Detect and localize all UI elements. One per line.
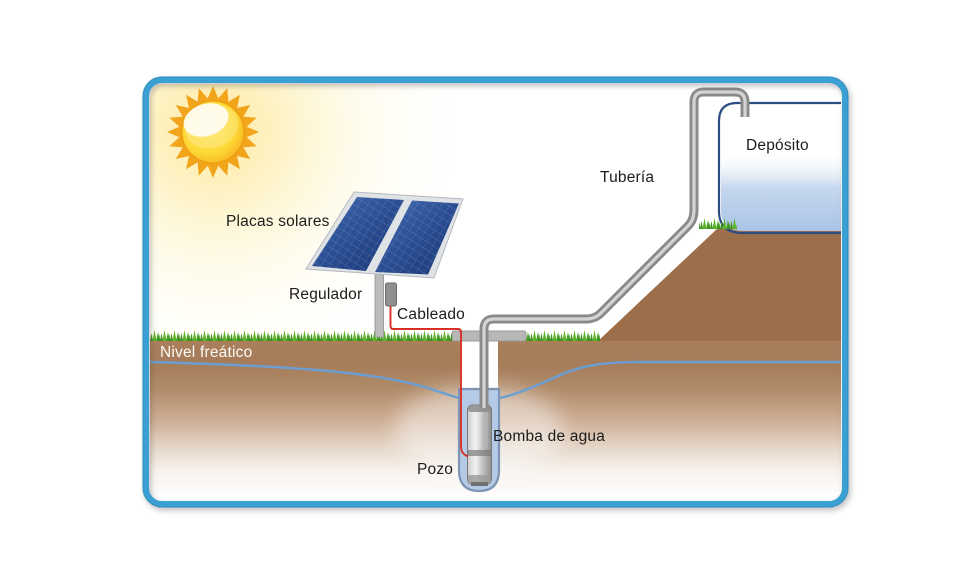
label-well: Pozo [417,461,454,478]
diagram-frame [142,76,849,508]
tank [717,101,841,235]
label-wiring: Cableado [397,306,465,323]
cable-line [389,306,469,458]
hill [598,228,841,341]
sun-icon [167,86,259,178]
grass-tuft-hilltop [699,218,737,229]
label-water-table: Nivel freático [160,344,253,361]
tank-outline [717,101,841,235]
tank-water [721,150,841,231]
frame-border [143,77,848,507]
water-pump-icon [467,404,492,486]
solar-panel-icon [305,191,464,279]
label-pipe: Tubería [600,169,655,186]
grass-strip-left [150,330,452,341]
water-table-line [150,360,841,400]
label-water-pump: Bomba de agua [493,428,606,445]
sun-gloss [183,103,229,137]
regulator-box [385,282,397,307]
panel-pole [374,265,384,338]
label-tank: Depósito [746,137,809,154]
well-cap [451,330,527,342]
pipe-line [479,87,750,408]
label-regulator: Regulador [289,286,363,303]
label-solar-panels: Placas solares [226,213,330,230]
well-bore [460,335,498,392]
grass-strip-right [526,330,600,341]
